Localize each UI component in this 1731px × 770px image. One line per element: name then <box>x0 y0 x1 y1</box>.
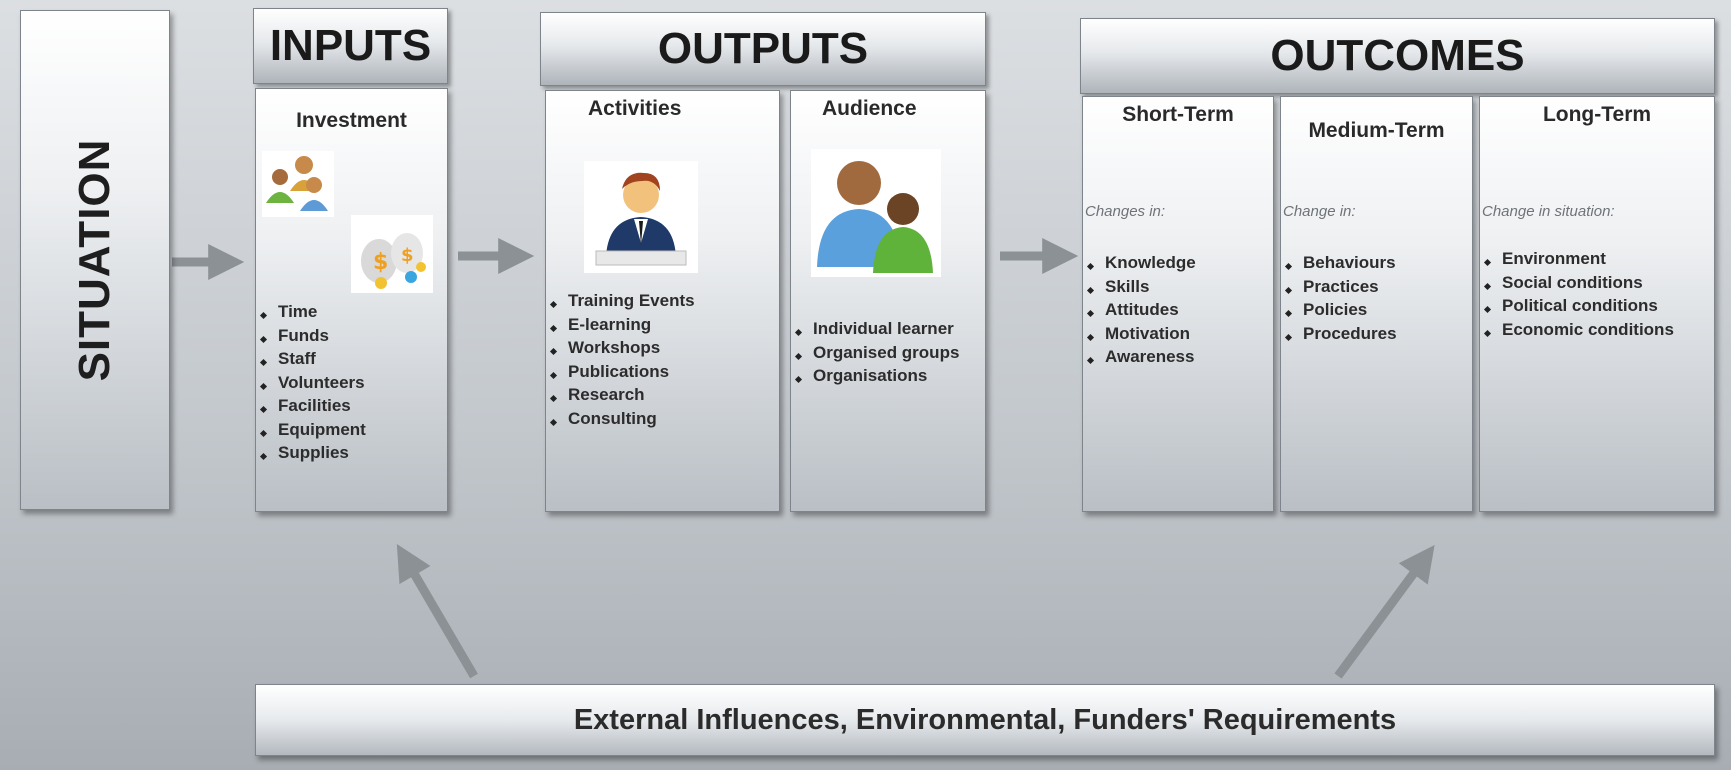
list-item: Skills <box>1085 275 1196 299</box>
external-influences-bar: External Influences, Environmental, Fund… <box>255 684 1715 756</box>
list-item: E-learning <box>548 313 695 337</box>
outcomes-header: OUTCOMES <box>1080 18 1715 94</box>
list-item: Economic conditions <box>1482 318 1674 342</box>
situation-box: SITUATION <box>20 10 170 510</box>
list-item: Consulting <box>548 407 695 431</box>
inputs-investment-column: Investment $ $ Time Funds Staff Voluntee… <box>255 88 448 512</box>
list-item: Political conditions <box>1482 294 1674 318</box>
svg-text:$: $ <box>373 250 388 275</box>
list-item: Training Events <box>548 289 695 313</box>
external-influences-label: External Influences, Environmental, Fund… <box>573 703 1397 736</box>
list-item: Organisations <box>793 364 959 388</box>
list-item: Awareness <box>1085 345 1196 369</box>
list-item: Attitudes <box>1085 298 1196 322</box>
activities-list: Training Events E-learning Workshops Pub… <box>548 289 695 430</box>
medium-term-list: Behaviours Practices Policies Procedures <box>1283 251 1397 345</box>
inputs-header: INPUTS <box>253 8 448 84</box>
audience-column: Audience Individual learner Organised gr… <box>790 90 986 512</box>
list-item: Practices <box>1283 275 1397 299</box>
medium-term-column: Medium-Term Change in: Behaviours Practi… <box>1280 96 1473 512</box>
list-item: Equipment <box>258 418 366 442</box>
activities-column: Activities Training Events E-learning Wo… <box>545 90 780 512</box>
medium-term-note: Change in: <box>1283 203 1356 220</box>
situation-label: SITUATION <box>70 138 119 382</box>
list-item: Motivation <box>1085 322 1196 346</box>
outputs-header-label: OUTPUTS <box>657 24 869 73</box>
list-item: Publications <box>548 360 695 384</box>
outputs-header: OUTPUTS <box>540 12 986 86</box>
short-term-title: Short-Term <box>1122 103 1234 126</box>
short-term-list: Knowledge Skills Attitudes Motivation Aw… <box>1085 251 1196 369</box>
list-item: Time <box>258 300 366 324</box>
people-group-icon <box>262 151 334 217</box>
list-item: Workshops <box>548 336 695 360</box>
list-item: Organised groups <box>793 341 959 365</box>
medium-term-title: Medium-Term <box>1308 119 1445 142</box>
list-item: Behaviours <box>1283 251 1397 275</box>
money-bags-icon: $ $ <box>351 215 433 293</box>
list-item: Supplies <box>258 441 366 465</box>
list-item: Social conditions <box>1482 271 1674 295</box>
long-term-title: Long-Term <box>1542 103 1652 126</box>
svg-text:$: $ <box>401 245 414 266</box>
activities-title: Activities <box>588 97 682 120</box>
list-item: Individual learner <box>793 317 959 341</box>
list-item: Procedures <box>1283 322 1397 346</box>
investment-list: Time Funds Staff Volunteers Facilities E… <box>258 300 366 465</box>
audience-people-icon <box>811 149 941 277</box>
list-item: Knowledge <box>1085 251 1196 275</box>
short-term-column: Short-Term Changes in: Knowledge Skills … <box>1082 96 1274 512</box>
long-term-list: Environment Social conditions Political … <box>1482 247 1674 341</box>
investment-title: Investment <box>296 109 407 132</box>
list-item: Environment <box>1482 247 1674 271</box>
arrow-external-to-inputs <box>396 544 478 679</box>
arrow-external-to-outcomes <box>1334 544 1435 679</box>
long-term-note: Change in situation: <box>1482 203 1615 220</box>
inputs-header-label: INPUTS <box>269 21 432 70</box>
audience-list: Individual learner Organised groups Orga… <box>793 317 959 388</box>
list-item: Funds <box>258 324 366 348</box>
list-item: Policies <box>1283 298 1397 322</box>
outcomes-header-label: OUTCOMES <box>1270 31 1525 80</box>
presenter-icon <box>584 161 698 273</box>
audience-title: Audience <box>822 97 917 120</box>
long-term-column: Long-Term Change in situation: Environme… <box>1479 96 1715 512</box>
list-item: Staff <box>258 347 366 371</box>
list-item: Volunteers <box>258 371 366 395</box>
list-item: Research <box>548 383 695 407</box>
short-term-note: Changes in: <box>1085 203 1166 220</box>
list-item: Facilities <box>258 394 366 418</box>
